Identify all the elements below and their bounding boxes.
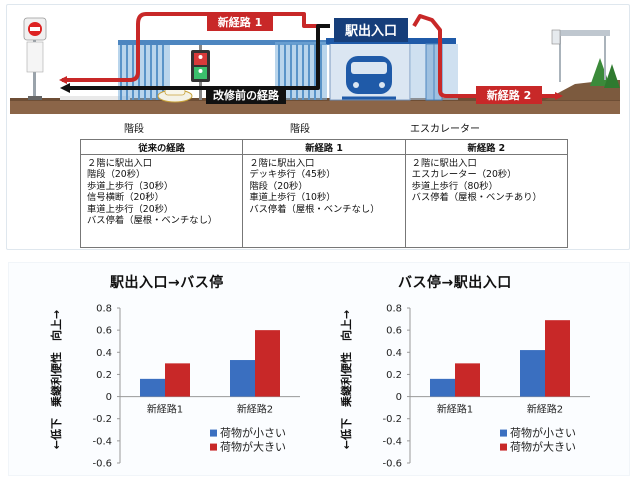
platform-sign-icon — [551, 29, 561, 45]
bar-large-luggage — [545, 320, 570, 397]
legend-label: 荷物が大きい — [510, 440, 576, 454]
table-cell: ２階に駅出入口 階段（20秒） 歩道上歩行（30秒） 信号横断（20秒） 車道上… — [79, 154, 244, 248]
bar-small-luggage — [230, 360, 255, 397]
x-tick-label: 新経路1 — [147, 403, 183, 416]
y-tick-label: 0.4 — [386, 348, 402, 359]
legend-label: 荷物が大きい — [220, 440, 286, 454]
legend-swatch — [500, 429, 507, 437]
bar-large-luggage — [455, 363, 480, 397]
legend-label: 荷物が小さい — [510, 426, 576, 440]
chart-title-left: 駅出入口→バス停 — [110, 275, 224, 291]
deck-beam — [118, 40, 330, 45]
platform-shelter — [555, 30, 610, 36]
y-tick-label: -0.4 — [92, 436, 112, 447]
table-cell: ２階に駅出入口 デッキ歩行（45秒） 階段（20秒） 車道上歩行（10秒） バス… — [242, 154, 406, 248]
y-tick-label: -0.6 — [382, 459, 402, 470]
svg-text:改修前の経路: 改修前の経路 — [213, 88, 280, 102]
table-header: 新経路 2 — [404, 139, 569, 155]
list-item: 車道上歩行（10秒） — [249, 192, 336, 204]
y-tick-label: 0.8 — [96, 304, 112, 315]
list-item: 信号横断（20秒） — [87, 192, 164, 204]
svg-text:新経路 2: 新経路 2 — [487, 88, 531, 102]
y-tick-label: 0.2 — [386, 370, 402, 381]
list-item: ２階に駅出入口 — [249, 158, 315, 169]
y-tick-label: -0.2 — [382, 414, 402, 425]
y-tick-label: 0 — [106, 392, 112, 403]
y-tick-label: 0 — [396, 392, 402, 403]
list-item: デッキ歩行（45秒） — [249, 169, 336, 181]
label-stairs-middle: 階段 — [290, 124, 310, 135]
route-old-arrow — [60, 24, 330, 93]
legend-swatch — [210, 443, 217, 451]
y-tick-label: -0.4 — [382, 436, 402, 447]
x-tick-label: 新経路2 — [527, 403, 563, 416]
svg-text:新経路 1: 新経路 1 — [218, 15, 262, 29]
list-item: バス停着（屋根・ベンチなし） — [249, 203, 380, 215]
bar-large-luggage — [165, 363, 190, 397]
list-item: ２階に駅出入口 — [87, 158, 153, 169]
list-item: エスカレーター（20秒） — [411, 169, 517, 181]
list-item: ２階に駅出入口 — [411, 158, 477, 169]
y-tick-label: 0.2 — [96, 370, 112, 381]
list-item: バス停着（屋根・ベンチなし） — [87, 215, 218, 227]
list-item: 階段（20秒） — [249, 180, 308, 192]
y-tick-label: 0.6 — [96, 326, 112, 337]
bar-large-luggage — [255, 330, 280, 397]
list-item: バス停着（屋根・ベンチあり） — [411, 192, 542, 204]
list-item: 階段（20秒） — [87, 169, 146, 181]
list-item: 車道上歩行（20秒） — [87, 203, 174, 215]
list-item: 歩道上歩行（80秒） — [411, 180, 498, 192]
x-tick-label: 新経路2 — [237, 403, 273, 416]
route-new1-label — [207, 13, 273, 31]
route-comparison-table: 従来の経路 新経路 1 新経路 2 ２階に駅出入口 階段（20秒） 歩道上歩行（… — [79, 139, 569, 248]
route-new2-label — [476, 86, 542, 104]
table-cell: ２階に駅出入口 エスカレーター（20秒） 歩道上歩行（80秒） バス停着（屋根・… — [404, 154, 569, 248]
crosswalk — [60, 96, 130, 100]
station-sign-text: 駅出入口 — [344, 23, 397, 39]
legend-swatch — [500, 443, 507, 451]
y-tick-label: -0.2 — [92, 414, 112, 425]
station-diagram: 駅出入口 新経路 1 改修前の経路 新経路 2 — [10, 12, 620, 114]
chart-title-right: バス停→駅出入口 — [398, 275, 512, 291]
y-tick-label: 0.4 — [96, 348, 112, 359]
y-tick-label: -0.6 — [92, 459, 112, 470]
tree-icon — [604, 64, 620, 88]
table-header: 従来の経路 — [79, 139, 244, 155]
legend-swatch — [210, 429, 217, 437]
y-tick-label: 0.8 — [386, 304, 402, 315]
route-old-label — [206, 86, 286, 104]
x-tick-label: 新経路1 — [437, 403, 473, 416]
bar-small-luggage — [430, 378, 455, 397]
route-new1-arrow — [59, 12, 326, 84]
list-item: 歩道上歩行（30秒） — [87, 180, 174, 192]
route-new2-arrow — [412, 14, 563, 100]
y-axis-label: ←低下 乗継利便性 向上→ — [49, 310, 63, 449]
legend-label: 荷物が小さい — [220, 426, 286, 440]
y-axis-label: ←低下 乗継利便性 向上→ — [339, 310, 353, 449]
station-entrance-sign — [334, 18, 408, 42]
bar-small-luggage — [520, 350, 545, 397]
bar-small-luggage — [140, 378, 165, 397]
ground — [10, 100, 620, 114]
label-stairs-left: 階段 — [124, 124, 144, 135]
label-escalator: エスカレーター — [410, 124, 480, 135]
y-tick-label: 0.6 — [386, 326, 402, 337]
